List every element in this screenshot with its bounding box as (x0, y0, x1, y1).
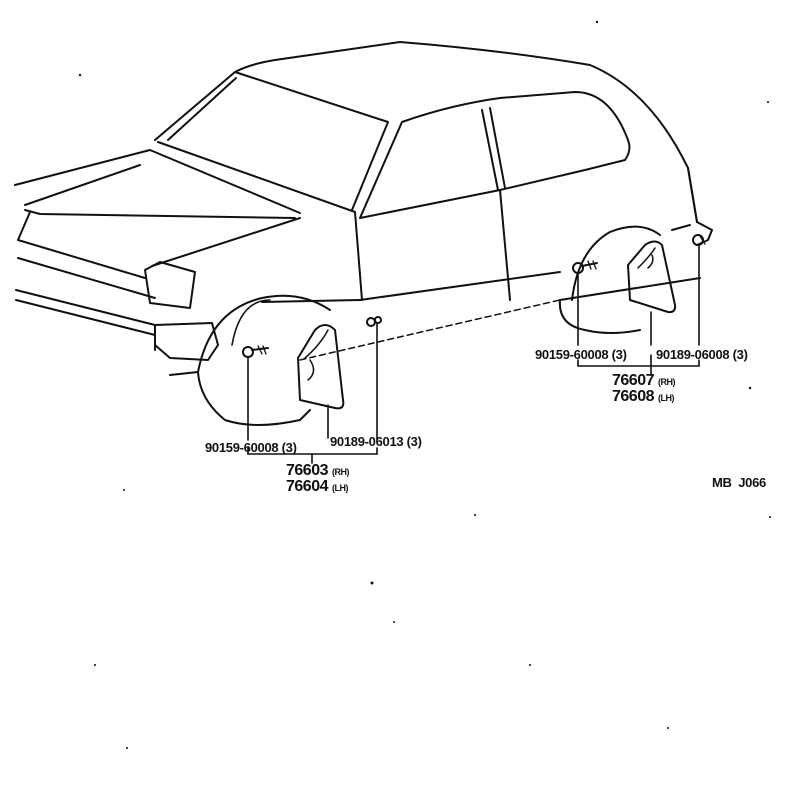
rear-clip-part-number: 90159-60008 (3) (535, 348, 627, 361)
front-clip-code: 90159-60008 (205, 440, 279, 455)
front-screw-part-number: 90189-06013 (3) (330, 435, 422, 448)
front-screw-qty: (3) (406, 434, 422, 449)
front-clip-part-number: 90159-60008 (3) (205, 441, 297, 454)
rear-screw-code: 90189-06008 (656, 347, 730, 362)
rear-screw-part-number: 90189-06008 (3) (656, 348, 748, 361)
car-body-outline (14, 41, 713, 376)
rear-screw (692, 234, 706, 246)
rear-clip-code: 90159-60008 (535, 347, 609, 362)
front-wheel-arch (197, 294, 331, 426)
rear-clip-qty: (3) (611, 347, 627, 362)
rear-clip (572, 260, 598, 274)
front-screw (366, 316, 382, 327)
front-lh-tag: (LH) (331, 483, 349, 493)
scan-specks (78, 20, 771, 749)
rear-rh-tag: (RH) (657, 377, 676, 387)
front-mudguard-lh-code: 76604 (286, 478, 329, 495)
rear-lh-tag: (LH) (657, 393, 675, 403)
front-mudguard-rh: 76603 (RH) (286, 463, 349, 479)
front-screw-code: 90189-06013 (330, 434, 404, 449)
diagram-code: MB J066 (712, 475, 766, 490)
rear-mudguard (627, 240, 677, 314)
front-rh-tag: (RH) (331, 467, 350, 477)
front-mudguard-rh-code: 76603 (286, 462, 329, 479)
front-clip (242, 345, 269, 358)
rear-mudguard-rh: 76607 (RH) (612, 373, 675, 389)
front-mudguard-lh: 76604 (LH) (286, 479, 348, 495)
rear-mudguard-lh: 76608 (LH) (612, 389, 674, 405)
front-mudguard (297, 324, 345, 410)
rear-mudguard-lh-code: 76608 (612, 388, 655, 405)
rear-screw-qty: (3) (732, 347, 748, 362)
front-clip-qty: (3) (281, 440, 297, 455)
leader-lines (247, 244, 700, 464)
rear-wheel-arch (558, 224, 691, 334)
rear-mudguard-rh-code: 76607 (612, 372, 655, 389)
